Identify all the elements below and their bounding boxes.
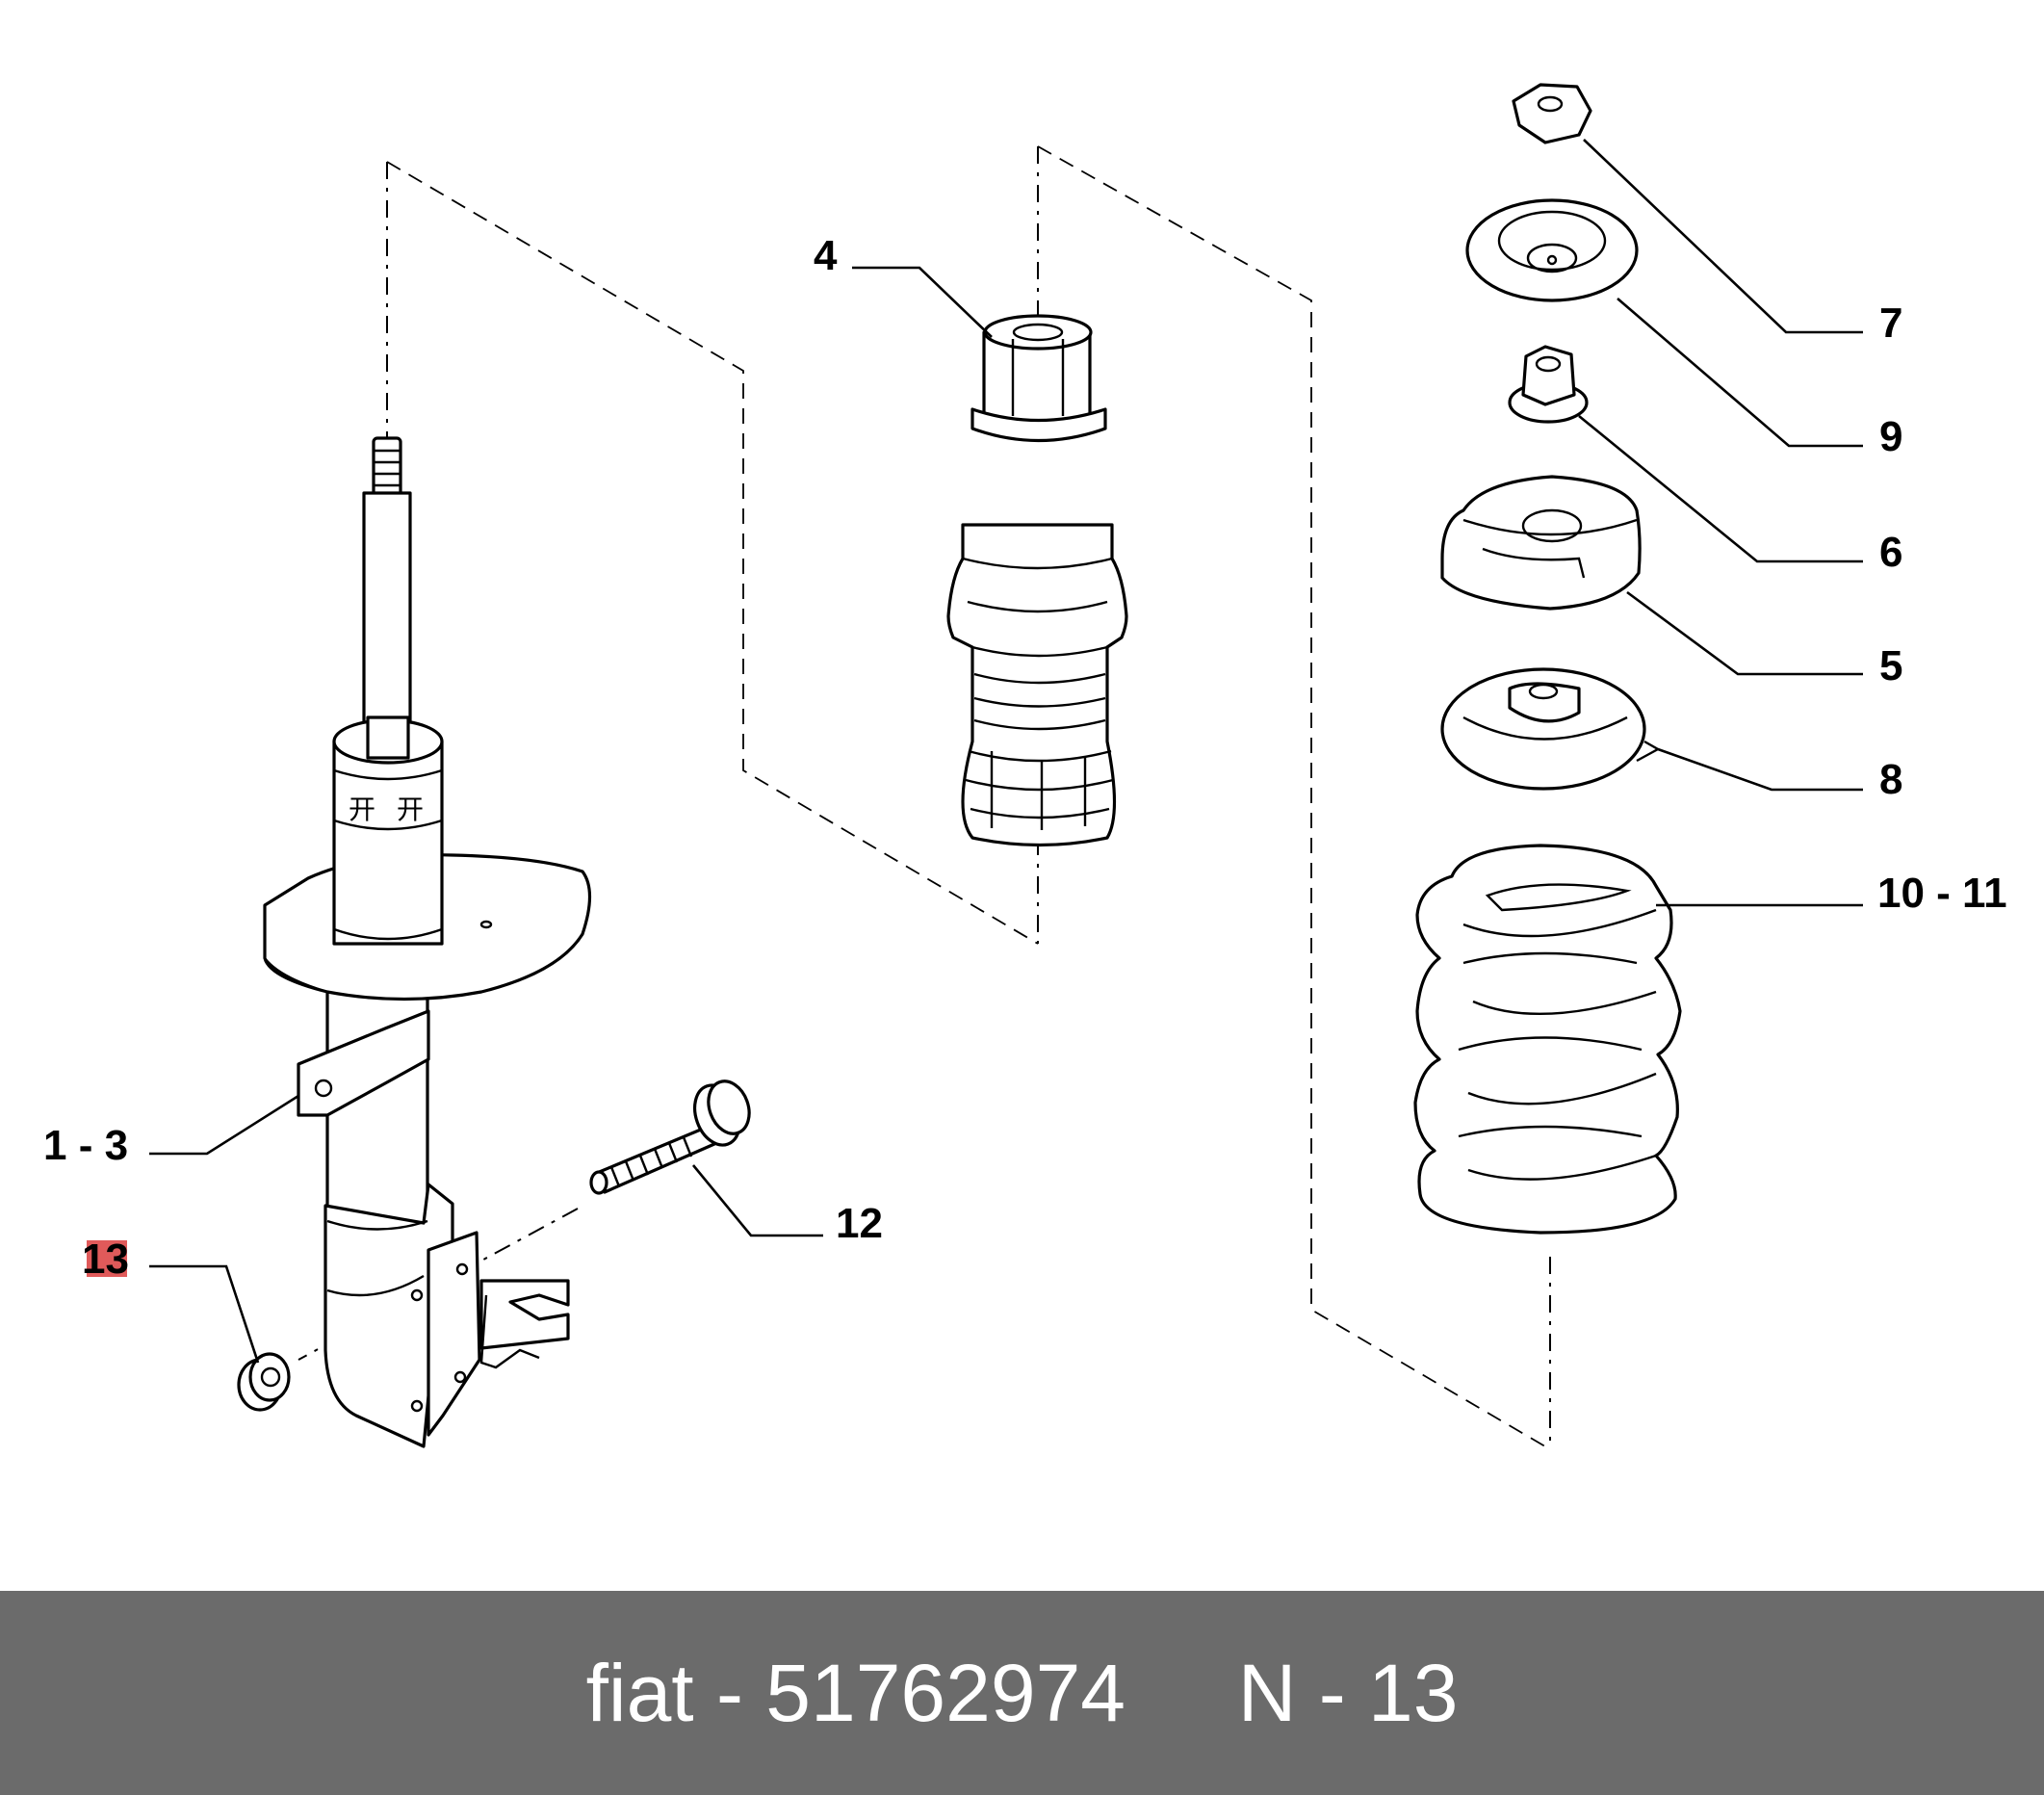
- dust-boot-bump-stop: [946, 314, 1128, 847]
- callout-10-11: 10 - 11: [1877, 870, 2007, 917]
- exploded-parts-diagram: 开 开: [43, 83, 2007, 1450]
- svg-text:开: 开: [397, 794, 424, 824]
- svg-text:开: 开: [349, 794, 375, 824]
- callout-13-highlight: [87, 1240, 127, 1277]
- callout-labels: 1 - 3 4 7 9 6 5 8 10 - 11 12 13: [43, 232, 2007, 1283]
- top-nut: [1512, 83, 1592, 144]
- callout-13: 13: [82, 1236, 129, 1283]
- callout-9: 9: [1879, 413, 1902, 460]
- callout-5: 5: [1879, 642, 1902, 689]
- leader-lines: [149, 139, 1863, 1364]
- spring-seat: [1440, 667, 1661, 791]
- coil-spring: [1413, 844, 1682, 1235]
- callout-7: 7: [1879, 299, 1902, 347]
- bolt: [589, 1080, 751, 1195]
- callout-1-3: 1 - 3: [43, 1122, 128, 1169]
- shock-absorber-strut: 开 开: [263, 436, 592, 1448]
- callout-6: 6: [1879, 529, 1902, 576]
- callout-12: 12: [836, 1200, 883, 1247]
- strut-mount: [1440, 475, 1642, 611]
- footer-part-number: fiat - 51762974 N - 13: [585, 1647, 1459, 1738]
- footer-bar: fiat - 51762974 N - 13: [0, 1591, 2044, 1795]
- flange-nut-upper: [1508, 345, 1589, 424]
- flange-nut: [237, 1352, 291, 1412]
- callout-8: 8: [1879, 756, 1902, 803]
- callout-4: 4: [814, 232, 838, 279]
- assembly-guide-lines: [298, 145, 1551, 1450]
- washer-cup: [1465, 198, 1639, 302]
